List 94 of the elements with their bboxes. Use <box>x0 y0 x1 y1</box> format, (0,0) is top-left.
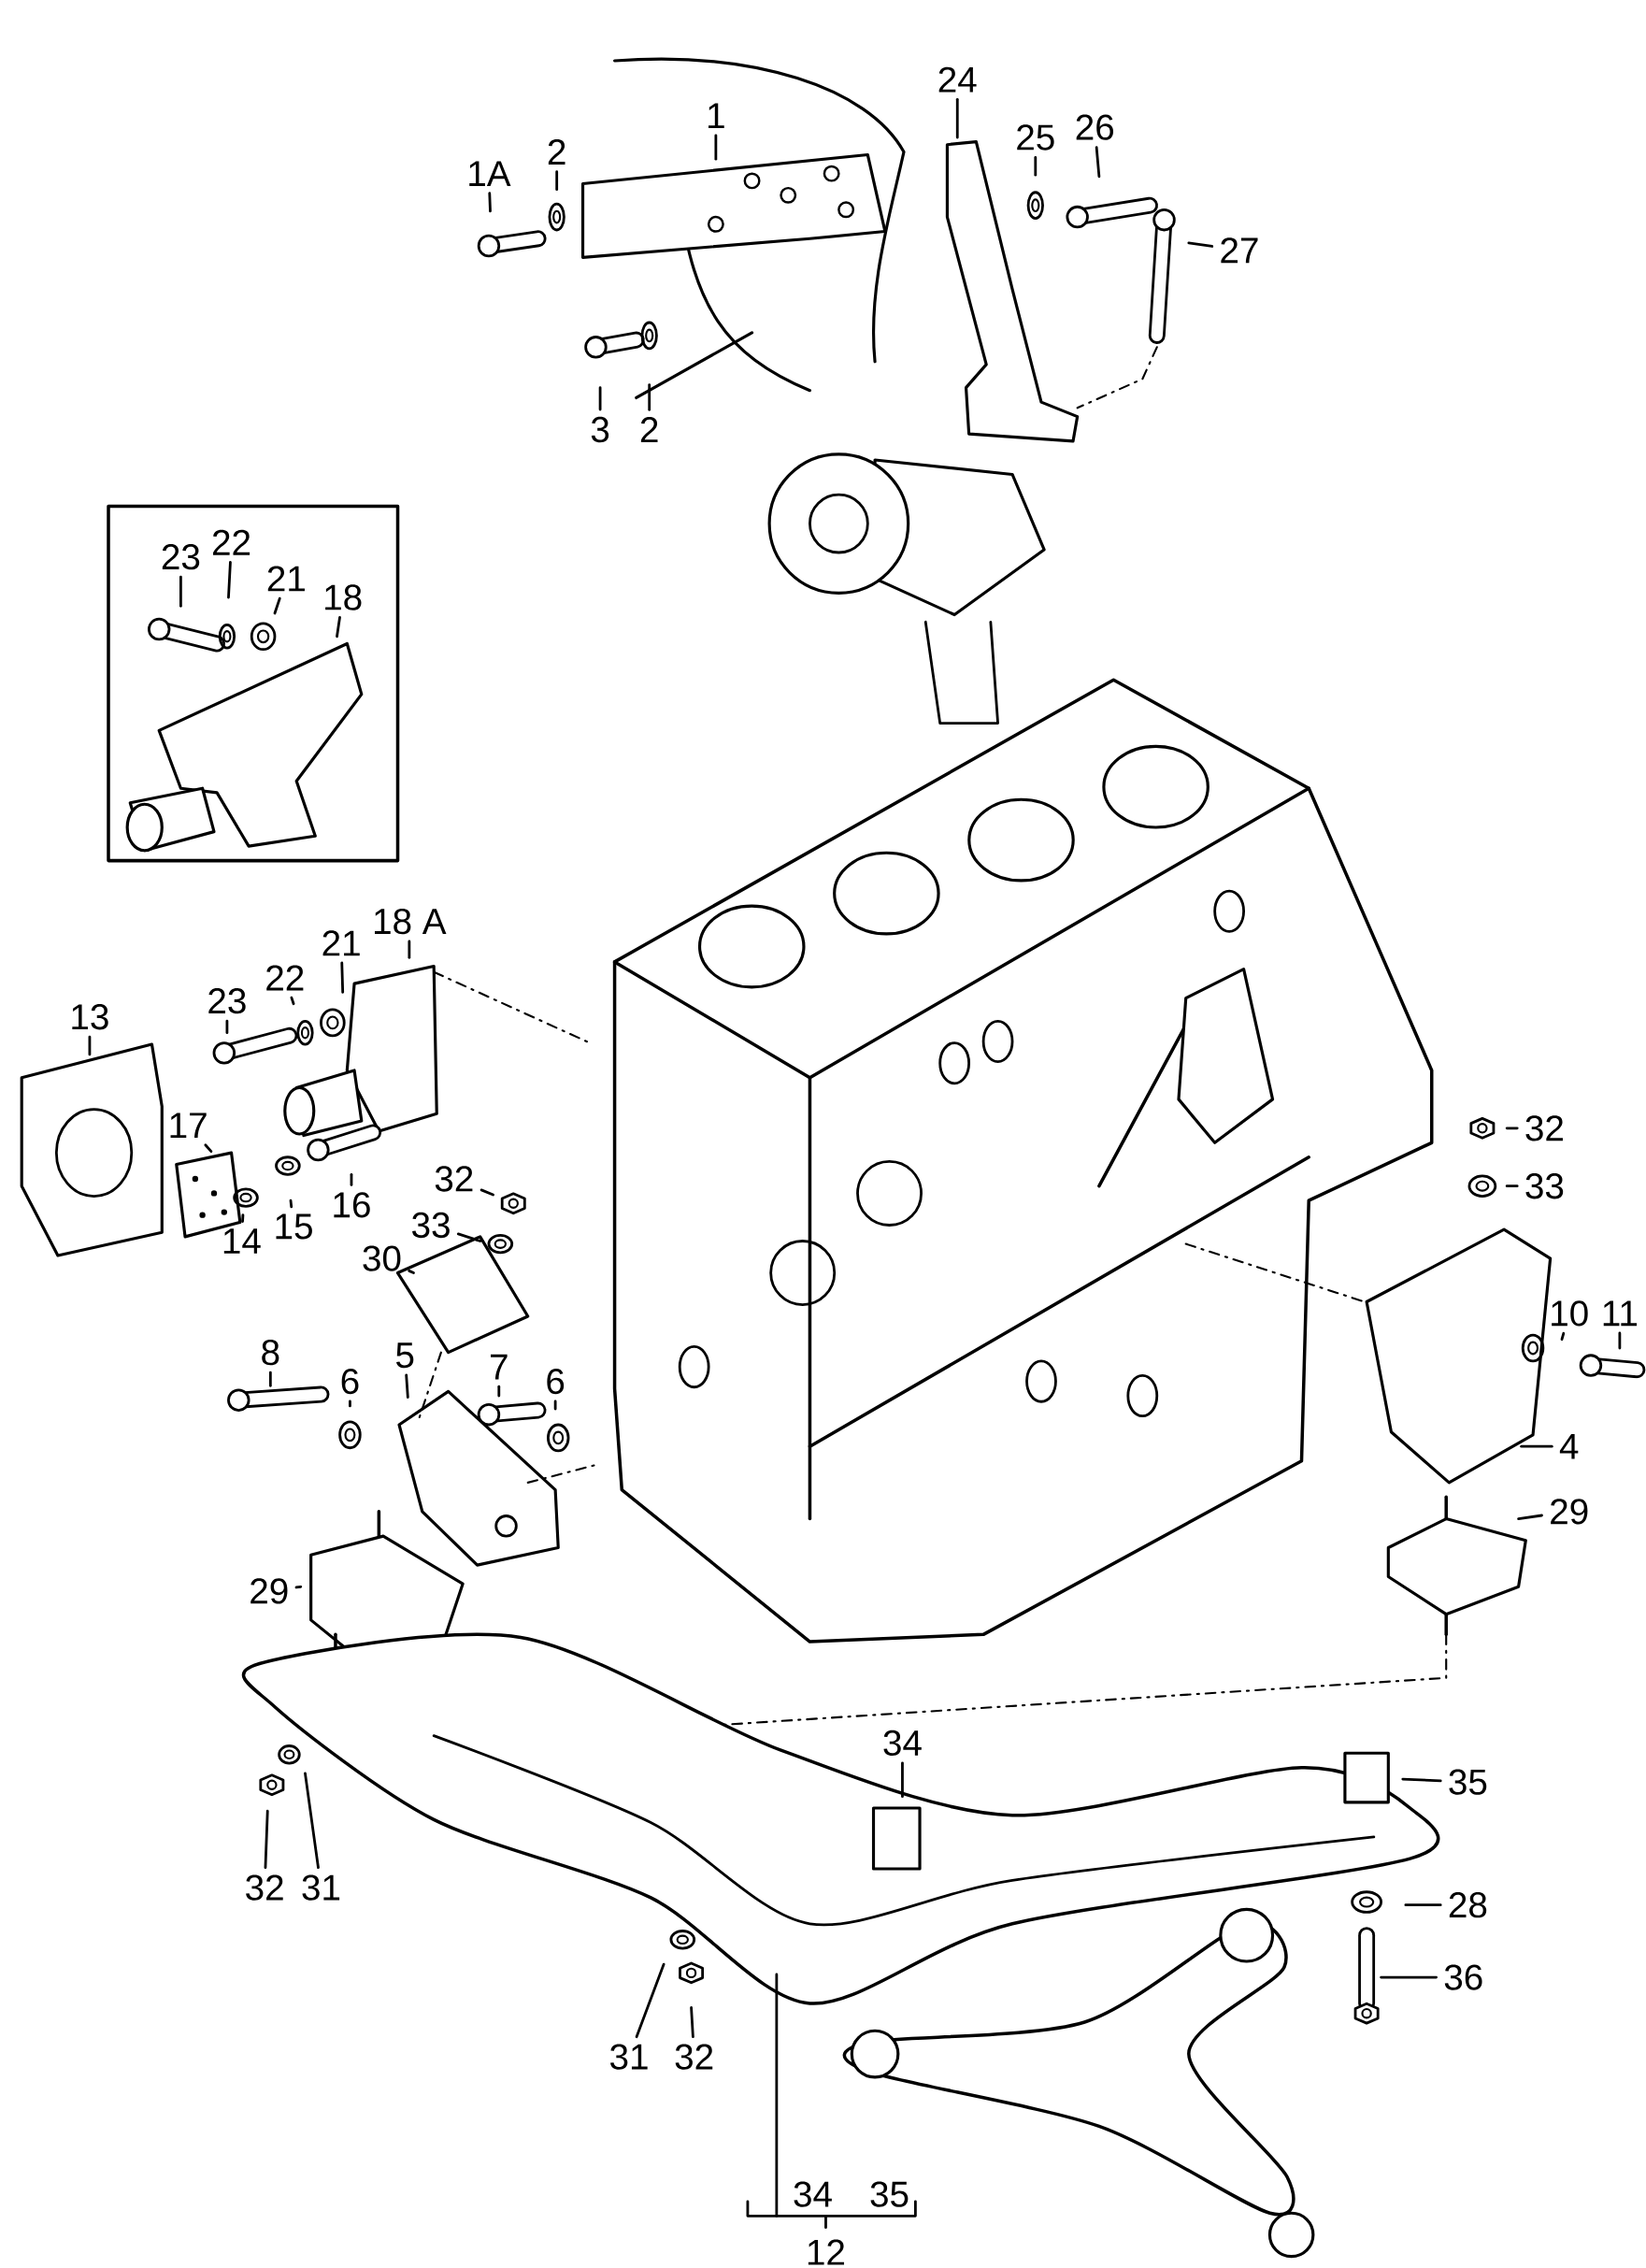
leader-line <box>294 1585 303 1589</box>
callout-number: 12 <box>809 2239 845 2265</box>
leader-line <box>553 1400 557 1411</box>
leader-line <box>1380 1975 1438 1979</box>
leader-line <box>269 1371 272 1387</box>
leader-line <box>336 616 342 639</box>
leader-line <box>648 383 651 411</box>
callout-number: 7 <box>491 1354 508 1380</box>
callout-number: 23 <box>208 988 246 1014</box>
leader-line <box>241 1213 245 1223</box>
leader-line <box>497 1385 501 1398</box>
callout-number: 2 <box>549 139 565 165</box>
callout-number: 2 <box>641 417 658 442</box>
callout-number: 29 <box>250 1578 288 1604</box>
callout-number: 4 <box>1560 1433 1579 1459</box>
leader-line <box>1505 1184 1519 1188</box>
leader-line <box>1404 1903 1442 1907</box>
callout-number: 22 <box>266 965 304 991</box>
leader-line <box>227 561 232 599</box>
leader-line <box>290 996 295 1006</box>
leader-line <box>350 1172 353 1186</box>
leader-line <box>405 1373 409 1399</box>
leader-line <box>273 596 281 615</box>
leader-line <box>555 170 559 192</box>
callout-number: 1 <box>708 103 724 129</box>
callout-number: 32 <box>435 1166 473 1192</box>
callout-number: 29 <box>1551 1499 1588 1525</box>
leader-line <box>204 1143 213 1153</box>
callout-number: 10 <box>1552 1300 1588 1327</box>
leader-line <box>690 2006 694 2039</box>
leader-line <box>901 1761 904 1799</box>
callout-number: 36 <box>1444 1964 1482 1990</box>
leader-line <box>349 1400 351 1408</box>
leader-line <box>1517 1514 1544 1520</box>
leader-line <box>304 1772 321 1870</box>
callout-number: 18 A <box>375 908 447 935</box>
callout-number: 22 <box>213 529 250 555</box>
callout-number: 25 <box>1017 124 1054 151</box>
leader-line <box>479 1188 495 1197</box>
callout-number: 32 <box>246 1874 283 1901</box>
callout-number: 31 <box>302 1874 340 1901</box>
callout-number: 28 <box>1450 1892 1487 1918</box>
callout-number: 8 <box>262 1340 279 1366</box>
leader-line <box>1505 1127 1519 1130</box>
callout-number: 34 <box>794 2181 832 2207</box>
leader-line <box>1095 146 1101 179</box>
callout-number: 6 <box>547 1368 565 1395</box>
leader-line <box>598 386 602 411</box>
leader-line <box>88 1035 92 1056</box>
callout-number: 14 <box>223 1228 261 1254</box>
leader-line <box>1618 1331 1622 1350</box>
leader-line <box>264 1809 269 1870</box>
callout-number: 5 <box>396 1342 414 1369</box>
leader-line <box>1034 156 1038 177</box>
leader-line <box>488 192 493 213</box>
leader-line <box>1401 1777 1442 1783</box>
callout-number: 18 <box>325 584 362 610</box>
callout-number: 1A <box>469 161 511 186</box>
inset-frame <box>107 504 400 863</box>
leader-line <box>340 961 345 994</box>
leader-line <box>289 1199 293 1209</box>
leader-line <box>1560 1331 1566 1342</box>
callout-number: 33 <box>412 1212 450 1239</box>
leader-line <box>1520 1444 1553 1448</box>
leader-line <box>956 97 959 139</box>
callout-number: 23 <box>162 544 200 570</box>
callout-number: 35 <box>1449 1769 1487 1795</box>
leader-line <box>408 940 411 959</box>
callout-number: 35 <box>870 2181 909 2207</box>
leader-line <box>714 134 718 161</box>
callout-number: 24 <box>938 66 977 93</box>
callout-number: 31 <box>610 2044 648 2070</box>
callout-number: 3 <box>591 416 609 443</box>
callout-number: 11 <box>1603 1300 1638 1327</box>
leader-line <box>408 1269 416 1274</box>
callout-number: 30 <box>363 1245 401 1271</box>
leader-line <box>635 1962 666 2039</box>
callout-number: 21 <box>267 566 306 592</box>
leader-line <box>225 1019 229 1035</box>
leader-line <box>179 575 182 608</box>
callout-number: 15 <box>276 1213 313 1240</box>
callout-number: 6 <box>341 1368 359 1395</box>
callout-number: 32 <box>1525 1115 1564 1141</box>
callout-number: 26 <box>1076 114 1114 140</box>
callout-number: 33 <box>1525 1173 1564 1199</box>
callout-number: 17 <box>170 1112 207 1139</box>
callout-number: 13 <box>72 1004 108 1030</box>
callout-number: 21 <box>322 930 360 956</box>
callout-number: 27 <box>1221 237 1258 264</box>
callout-number: 34 <box>883 1730 922 1757</box>
leader-line <box>457 1232 482 1242</box>
leader-line <box>1187 241 1214 248</box>
callout-number: 32 <box>675 2044 713 2070</box>
callout-number: 16 <box>334 1192 370 1218</box>
